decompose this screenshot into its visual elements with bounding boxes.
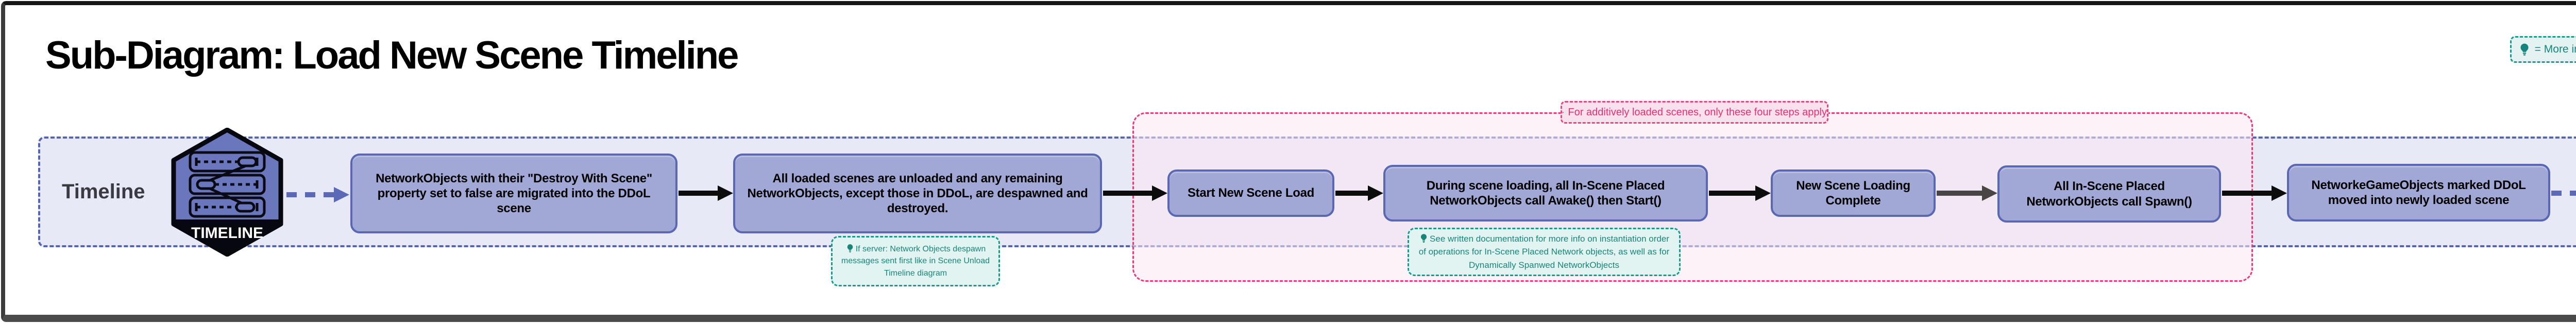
note-instantiation-order: See written documentation for more info … [1408,228,1681,276]
warning-triangle-icon [1562,111,1564,113]
warning-text: For additively loaded scenes, only these… [1568,106,1827,118]
more-info-legend: = More info [2510,36,2576,63]
step-call-spawn: All In-Scene Placed NetworkObjects call … [1997,165,2221,223]
step-start-new-scene-load: Start New Scene Load [1167,169,1334,217]
step-ddol-moved: NetworkeGameObjects marked DDoL moved in… [2287,164,2550,222]
legend-label: = More info [2534,43,2576,55]
step-migrate-ddol: NetworkObjects with their "Destroy With … [350,154,677,233]
note-if-server-despawn: If server: Network Objects despawn messa… [831,236,1000,286]
step-unload-scenes: All loaded scenes are unloaded and any r… [733,154,1102,233]
note-text: If server: Network Objects despawn messa… [841,245,990,278]
lightbulb-icon [1420,233,1427,243]
timeline-tracks-icon: TIMELINE [171,127,283,257]
note-text: See written documentation for more info … [1418,233,1670,270]
timeline-badge-label: TIMELINE [191,225,263,242]
page-title: Sub-Diagram: Load New Scene Timeline [45,33,739,77]
step-awake-start: During scene loading, all In-Scene Place… [1383,165,1708,222]
step-loading-complete: New Scene Loading Complete [1771,169,1936,217]
lightbulb-icon [847,244,853,253]
timeline-badge: TIMELINE [170,127,285,257]
additive-scenes-warning: For additively loaded scenes, only these… [1561,101,1828,124]
timeline-lane-label: Timeline [62,180,145,203]
lightbulb-icon [2520,43,2529,56]
